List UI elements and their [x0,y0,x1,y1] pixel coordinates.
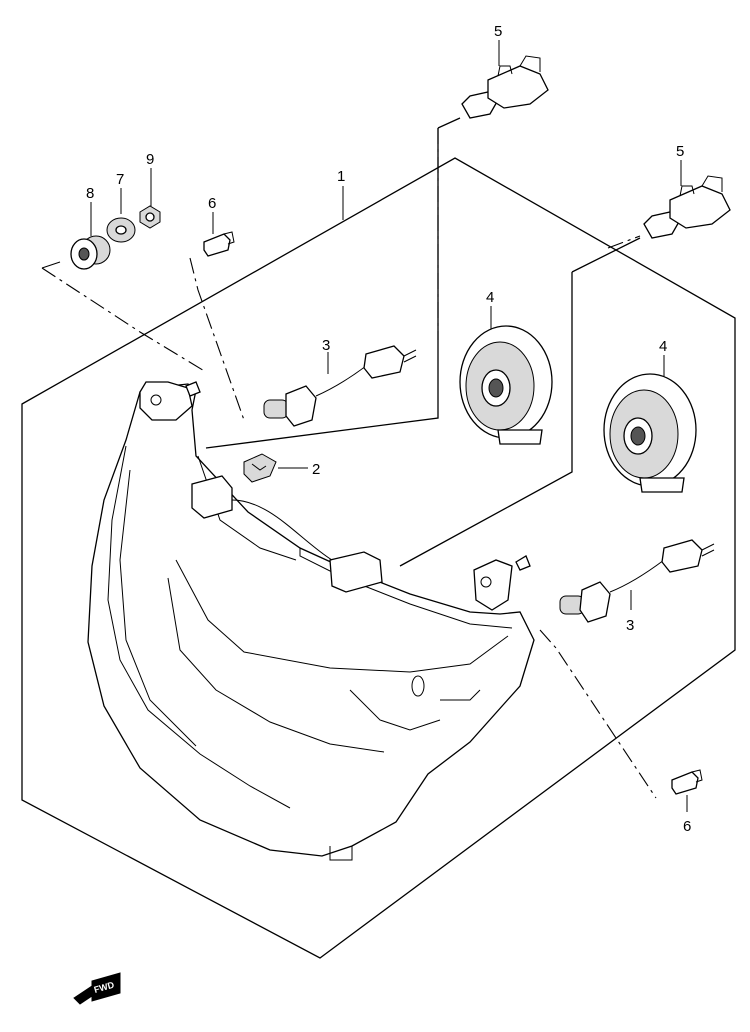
subframe-right-top [571,237,641,273]
clip-nut-2 [243,453,277,483]
callout-3-lower: 3 [626,617,634,634]
subframe-left [205,128,439,449]
assembly-frame [21,157,736,959]
dash-line-bulb5-right [607,235,641,249]
callout-4-upper: 4 [486,289,494,306]
nut-9 [139,205,161,229]
dash-line-bulb6-left [189,257,245,421]
subframe-left-top [437,117,461,129]
dash-line-grommets-start [41,261,61,269]
bulb-5a [461,55,549,119]
callout-5-upper: 5 [494,23,502,40]
callout-4-lower: 4 [659,338,667,355]
bulb-6a [203,231,235,257]
bulb-5b [643,175,731,239]
callout-9: 9 [146,151,154,168]
dash-line-grommets [41,267,207,373]
grommet-8 [70,235,111,270]
dash-line-bulb6-right [539,629,657,799]
callout-6-upper: 6 [208,195,216,212]
callout-3-upper: 3 [322,337,330,354]
callout-7: 7 [116,171,124,188]
callout-8: 8 [86,185,94,202]
fwd-arrow-icon: FWD [73,972,121,1005]
subframe-right [399,272,573,567]
washer-7 [106,217,136,243]
callout-5-lower: 5 [676,143,684,160]
callout-2: 2 [312,461,320,478]
callout-1: 1 [337,168,345,185]
socket-harness-3b [559,539,715,623]
bulb-6b [671,769,703,795]
reflector-4a [459,325,553,445]
callout-6-lower: 6 [683,818,691,835]
socket-harness-3a [263,345,417,427]
headlamp-housing [87,381,535,861]
reflector-4b [603,373,697,493]
